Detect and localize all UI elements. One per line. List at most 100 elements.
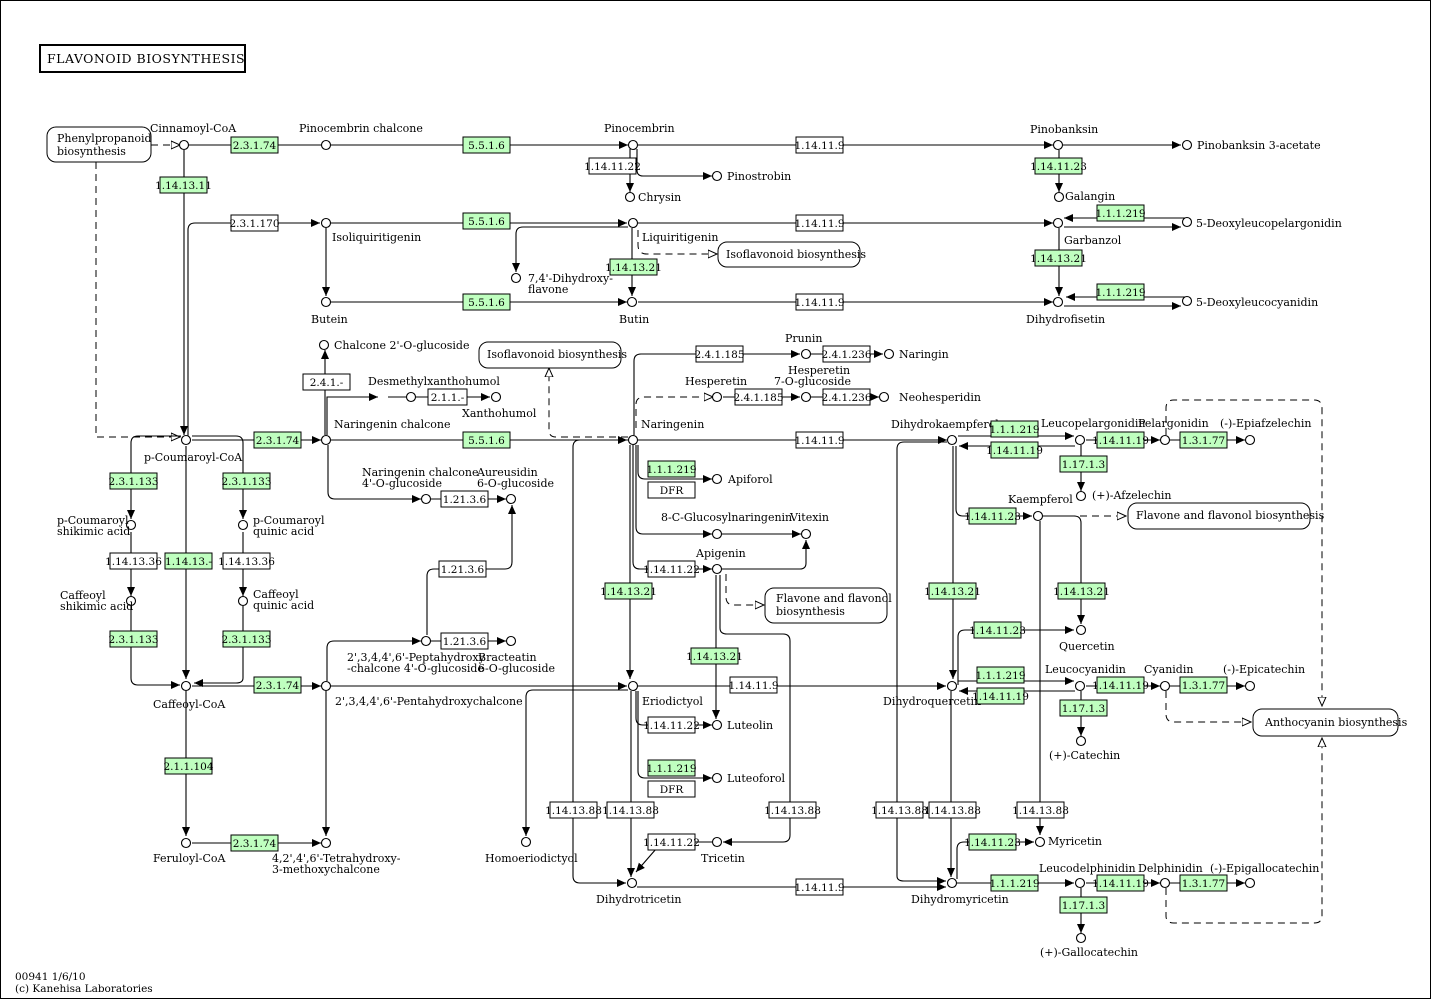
compound-node[interactable] bbox=[800, 528, 812, 540]
compound-label[interactable]: Aureusidin bbox=[476, 466, 538, 479]
compound-node[interactable] bbox=[946, 877, 958, 889]
compound-node[interactable] bbox=[1181, 216, 1193, 228]
compound-label[interactable]: Caffeoyl bbox=[253, 588, 299, 601]
compound-node[interactable] bbox=[1159, 434, 1171, 446]
enzyme-box-e-1-14-11-9-f[interactable]: 1.14.11.9 bbox=[794, 878, 845, 896]
compound-node[interactable] bbox=[180, 434, 192, 446]
enzyme-box-e-1-14-11-9-d[interactable]: 1.14.11.9 bbox=[794, 431, 845, 449]
enzyme-box-e-1-1-1-219-c[interactable]: 1.1.1.219 bbox=[989, 420, 1040, 438]
compound-node[interactable] bbox=[178, 139, 190, 151]
compound-node[interactable] bbox=[627, 139, 639, 151]
compound-node[interactable] bbox=[237, 519, 249, 531]
compound-label[interactable]: (+)-Gallocatechin bbox=[1040, 946, 1138, 959]
enzyme-box-e-2-3-1-133-a[interactable]: 2.3.1.133 bbox=[108, 472, 159, 490]
compound-label[interactable]: Chrysin bbox=[638, 191, 681, 204]
enzyme-box-e-1-14-11-22-b[interactable]: 1.14.11.22 bbox=[643, 560, 700, 578]
compound-node[interactable] bbox=[320, 680, 332, 692]
enzyme-box-e-1-14-13-88-c[interactable]: 1.14.13.88 bbox=[764, 801, 821, 819]
compound-label[interactable]: Butin bbox=[619, 313, 649, 326]
compound-label[interactable]: 6-O-glucoside bbox=[478, 662, 555, 675]
compound-label[interactable]: flavone bbox=[528, 283, 568, 296]
compound-node[interactable] bbox=[320, 837, 332, 849]
compound-node[interactable] bbox=[1244, 877, 1256, 889]
enzyme-box-e-1-14-11-22-c[interactable]: 1.14.11.22 bbox=[643, 716, 700, 734]
compound-label[interactable]: Caffeoyl bbox=[60, 589, 106, 602]
compound-node[interactable] bbox=[1159, 877, 1171, 889]
compound-node[interactable] bbox=[800, 391, 812, 403]
compound-node[interactable] bbox=[490, 391, 502, 403]
enzyme-box-e-1-21-3-6-a[interactable]: 1.21.3.6 bbox=[440, 490, 489, 508]
compound-label[interactable]: -chalcone 4'-O-glucoside bbox=[347, 662, 484, 675]
compound-label[interactable]: Homoeriodictyol bbox=[485, 852, 578, 865]
compound-node[interactable] bbox=[711, 528, 723, 540]
compound-label[interactable]: Butein bbox=[311, 313, 348, 326]
compound-label[interactable]: Eriodictyol bbox=[642, 695, 703, 708]
enzyme-box-e-1-14-11-19-e[interactable]: 1.14.11.19 bbox=[1092, 874, 1149, 892]
enzyme-box-e-1-14-11-22-a[interactable]: 1.14.11.22 bbox=[584, 157, 641, 175]
enzyme-box-e-1-14-11-19-c[interactable]: 1.14.11.19 bbox=[972, 687, 1029, 705]
pathway-link-isoflavonoid[interactable]: Isoflavonoid biosynthesis bbox=[717, 241, 866, 268]
compound-node[interactable] bbox=[505, 635, 517, 647]
compound-node[interactable] bbox=[1034, 836, 1046, 848]
compound-label[interactable]: Tricetin bbox=[701, 852, 745, 865]
compound-label[interactable]: Galangin bbox=[1065, 190, 1115, 203]
enzyme-box-e-5-5-1-6-d[interactable]: 5.5.1.6 bbox=[462, 431, 511, 449]
compound-node[interactable] bbox=[1074, 680, 1086, 692]
enzyme-box-e-1-14-13-36-b[interactable]: 1.14.13.36 bbox=[218, 552, 275, 570]
compound-label[interactable]: Feruloyl-CoA bbox=[153, 852, 227, 865]
compound-node[interactable] bbox=[1075, 490, 1087, 502]
compound-node[interactable] bbox=[1052, 139, 1064, 151]
compound-node[interactable] bbox=[624, 191, 636, 203]
compound-label[interactable]: Pelargonidin bbox=[1138, 417, 1209, 430]
compound-node[interactable] bbox=[1074, 877, 1086, 889]
enzyme-box-e-1-3-1-77-c[interactable]: 1.3.1.77 bbox=[1179, 874, 1228, 892]
compound-node[interactable] bbox=[420, 635, 432, 647]
enzyme-box-e-2-3-1-133-d[interactable]: 2.3.1.133 bbox=[221, 630, 272, 648]
pathway-link-flavone-flavonol[interactable]: Flavone and flavonol biosynthesis bbox=[1127, 502, 1325, 530]
compound-label[interactable]: Apiforol bbox=[727, 473, 773, 486]
compound-label[interactable]: Neohesperidin bbox=[899, 391, 981, 404]
compound-node[interactable] bbox=[946, 680, 958, 692]
compound-label[interactable]: shikimic acid bbox=[57, 525, 130, 538]
enzyme-box-e-1-14-11-23-b[interactable]: 1.14.11.23 bbox=[964, 507, 1021, 525]
compound-label[interactable]: Leucodelphinidin bbox=[1039, 862, 1136, 875]
enzyme-box-e-1-14-11-23-a[interactable]: 1.14.11.23 bbox=[1030, 157, 1087, 175]
compound-label[interactable]: Bracteatin bbox=[478, 651, 537, 664]
enzyme-box-e-1-1-1-219-a[interactable]: 1.1.1.219 bbox=[1095, 204, 1146, 222]
enzyme-box-e-2-4-1-185-a[interactable]: 2.4.1.185 bbox=[694, 345, 745, 363]
compound-label[interactable]: Liquiritigenin bbox=[642, 231, 718, 244]
compound-label[interactable]: Leucopelargonidin bbox=[1041, 417, 1145, 430]
enzyme-box-e-1-1-1-219-g[interactable]: 1.1.1.219 bbox=[989, 874, 1040, 892]
compound-node[interactable] bbox=[711, 170, 723, 182]
compound-label[interactable]: Cyanidin bbox=[1144, 663, 1193, 676]
compound-label[interactable]: Pinobanksin bbox=[1030, 123, 1098, 136]
compound-label[interactable]: Myricetin bbox=[1048, 835, 1102, 848]
compound-node[interactable] bbox=[711, 836, 723, 848]
compound-node[interactable] bbox=[125, 519, 137, 531]
compound-label[interactable]: 5-Deoxyleucopelargonidin bbox=[1196, 217, 1342, 230]
pathway-link-isoflavonoid[interactable]: Isoflavonoid biosynthesis bbox=[478, 341, 627, 369]
compound-label[interactable]: Leucocyanidin bbox=[1045, 663, 1126, 676]
compound-node[interactable] bbox=[1074, 434, 1086, 446]
compound-node[interactable] bbox=[711, 391, 723, 403]
compound-node[interactable] bbox=[1244, 680, 1256, 692]
enzyme-box-e-1-14-13-36-a[interactable]: 1.14.13.36 bbox=[105, 552, 162, 570]
compound-label[interactable]: 4'-O-glucoside bbox=[362, 477, 442, 490]
enzyme-box-e-1-21-3-6-c[interactable]: 1.21.3.6 bbox=[440, 632, 489, 650]
enzyme-box-e-2-1-1-x[interactable]: 2.1.1.- bbox=[427, 388, 468, 406]
enzyme-box-e-1-14-11-9-b[interactable]: 1.14.11.9 bbox=[794, 214, 845, 232]
enzyme-box-e-1-14-13-11[interactable]: 1.14.13.11 bbox=[155, 176, 212, 194]
compound-label[interactable]: 7-O-glucoside bbox=[774, 375, 851, 388]
compound-label[interactable]: Hesperetin bbox=[788, 364, 850, 377]
compound-label[interactable]: (-)-Epicatechin bbox=[1223, 663, 1305, 676]
compound-label[interactable]: 3-methoxychalcone bbox=[272, 863, 380, 876]
enzyme-box-e-1-14-13-88-f[interactable]: 1.14.13.88 bbox=[1012, 801, 1069, 819]
compound-label[interactable]: (+)-Catechin bbox=[1049, 749, 1120, 762]
enzyme-box-e-1-14-13-21-c[interactable]: 1.14.13.21 bbox=[600, 582, 657, 600]
enzyme-box-e-1-3-1-77-b[interactable]: 1.3.1.77 bbox=[1179, 676, 1228, 694]
enzyme-box-e-5-5-1-6-a[interactable]: 5.5.1.6 bbox=[462, 136, 511, 154]
enzyme-box-e-1-14-11-9-c[interactable]: 1.14.11.9 bbox=[794, 293, 845, 311]
compound-node[interactable] bbox=[1159, 680, 1171, 692]
compound-label[interactable]: 2',3,4,4',6'-Peptahydroxy bbox=[347, 651, 486, 664]
compound-node[interactable] bbox=[320, 296, 332, 308]
